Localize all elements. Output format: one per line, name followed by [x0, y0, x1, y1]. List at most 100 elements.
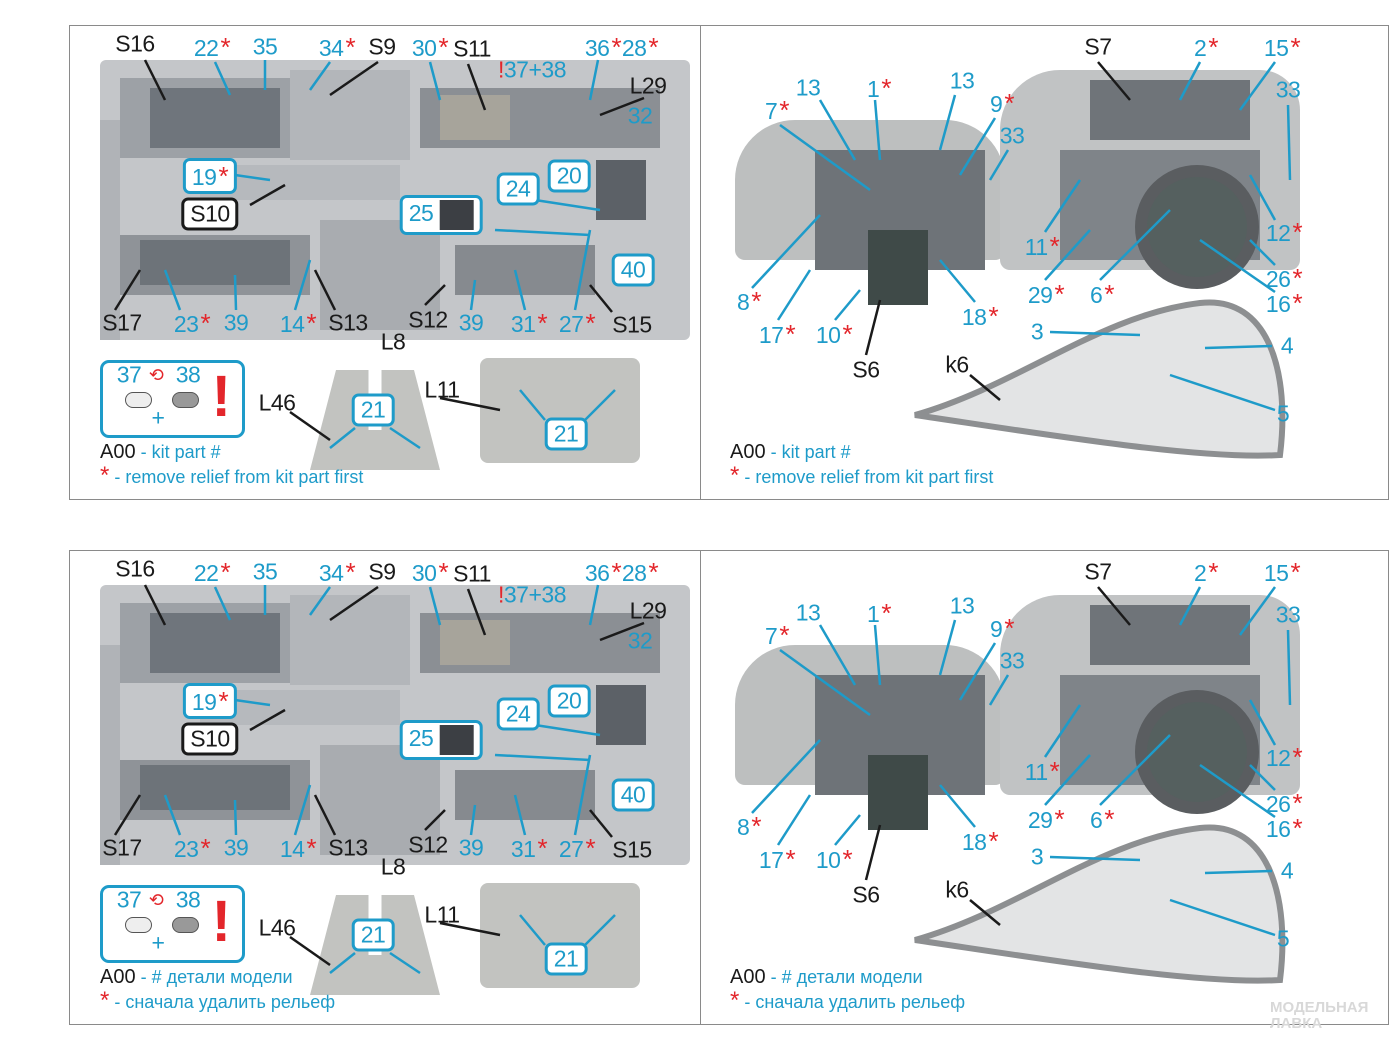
part-label-36: 36* [584, 559, 622, 586]
relief-star-icon: * [988, 301, 999, 331]
relief-star-icon: * [1104, 804, 1114, 834]
legend-star-desc: - remove relief from kit part first [109, 467, 364, 487]
legend-star: * - remove relief from kit part first [100, 462, 363, 490]
part-label-13: 13 [950, 69, 975, 93]
mfd-screen [868, 230, 928, 305]
console-panel-s9 [290, 70, 410, 160]
part-label-8: 8* [737, 288, 761, 314]
part-label-20: 20 [547, 684, 591, 718]
relief-star-icon: * [1292, 217, 1303, 247]
legend-star: * - remove relief from kit part first [730, 462, 993, 490]
label-text: 36 [584, 560, 610, 586]
label-text: k6 [945, 351, 969, 378]
console-panel-s12 [455, 245, 595, 295]
legend-star-desc: - сначала удалить рельеф [739, 992, 966, 1012]
relief-star-icon: * [585, 833, 596, 863]
relief-star-icon: * [200, 308, 211, 338]
relief-star-icon: * [345, 32, 356, 62]
part-label-16: 16* [1265, 290, 1303, 317]
part-label-39: 39 [224, 836, 249, 860]
relief-star-icon: * [585, 308, 596, 338]
part-label-37-38: !37+38 [498, 56, 567, 83]
label-text: 18 [961, 304, 987, 330]
label-text: 36 [584, 35, 610, 61]
part-label-35: 35 [252, 558, 278, 585]
label-text: 7 [765, 98, 778, 124]
label-text: 37+38 [503, 56, 567, 83]
label-text: 21 [553, 420, 579, 447]
label-text: 29 [1027, 282, 1053, 308]
label-text: S7 [1084, 33, 1112, 60]
part-label-16: 16* [1266, 815, 1303, 841]
knob-detailed [172, 917, 199, 933]
part-label-s12: S12 [408, 306, 448, 333]
relief-star-icon: * [220, 32, 231, 62]
part-label-4: 4 [1280, 332, 1294, 359]
part-label-40: 40 [611, 253, 655, 287]
part-label-27: 27* [559, 308, 596, 338]
part-label-31: 31* [511, 835, 548, 861]
label-text: L46 [258, 389, 296, 416]
mfd-screen [868, 755, 928, 830]
part-label-s7: S7 [1084, 558, 1112, 585]
console-panel-s9 [290, 595, 410, 685]
label-text: 11 [1024, 234, 1048, 260]
relief-star-icon: * [1004, 88, 1014, 118]
label-text: S10 [190, 200, 230, 227]
label-text: S12 [408, 306, 448, 333]
part-label-22: 22* [194, 32, 231, 62]
swap-icon: ⟲ [148, 365, 164, 385]
warning-icon: ! [211, 889, 231, 954]
part-label-13: 13 [796, 76, 821, 100]
label-text: 33 [1275, 76, 1301, 103]
part-label-s9: S9 [368, 560, 396, 584]
label-text: 39 [223, 309, 249, 336]
label-text: 16 [1265, 291, 1291, 317]
label-text: 10 [815, 847, 841, 873]
console-detail [140, 765, 290, 810]
label-text: 14 [279, 836, 305, 862]
part-label-34: 34* [319, 559, 356, 585]
part-label-21: 21 [351, 393, 395, 427]
label-text: 35 [252, 558, 278, 585]
part-label-12: 12* [1266, 744, 1303, 770]
legend-code: A00 [730, 966, 766, 988]
part-label-l46: L46 [259, 916, 296, 940]
part-label-9: 9* [990, 615, 1014, 641]
canopy-k6 [914, 824, 1286, 984]
relief-star-icon: * [1049, 756, 1060, 786]
decal-thumbnail [439, 725, 474, 755]
label-text: 6 [1090, 282, 1103, 308]
legend-code: A00 [100, 966, 136, 988]
part-label-s15: S15 [612, 838, 652, 862]
part-label-l11: L11 [424, 903, 460, 927]
swap-part-a: 37 [116, 361, 142, 388]
part-label-40: 40 [611, 778, 655, 812]
part-label-13: 13 [796, 601, 821, 625]
part-label-18: 18* [961, 301, 999, 331]
part-label-s16: S16 [115, 557, 155, 581]
part-label-6: 6* [1090, 281, 1114, 307]
part-label-8: 8* [737, 813, 761, 839]
part-label-13: 13 [950, 594, 975, 618]
part-label-34: 34* [319, 32, 356, 62]
part-label-14: 14* [279, 835, 317, 862]
part-label-21: 21 [351, 918, 395, 952]
part-label-l11: L11 [424, 376, 460, 403]
relief-star-icon: * [218, 686, 229, 716]
legend-star-desc: - remove relief from kit part first [739, 467, 994, 487]
relief-star-icon: * [779, 95, 789, 125]
relief-star-icon: * [779, 620, 789, 650]
label-text: 33 [999, 647, 1025, 674]
label-text: 7 [765, 623, 778, 649]
label-text: L11 [424, 376, 460, 403]
part-label-29: 29* [1027, 281, 1065, 308]
label-text: 4 [1280, 332, 1294, 359]
console-detail-20 [596, 160, 646, 220]
part-label-39: 39 [223, 309, 249, 336]
relief-star-icon: * [438, 32, 449, 62]
relief-star-icon: * [220, 557, 231, 587]
part-label-s7: S7 [1084, 33, 1112, 60]
label-text: S7 [1084, 558, 1112, 585]
part-label-s6: S6 [852, 358, 880, 382]
